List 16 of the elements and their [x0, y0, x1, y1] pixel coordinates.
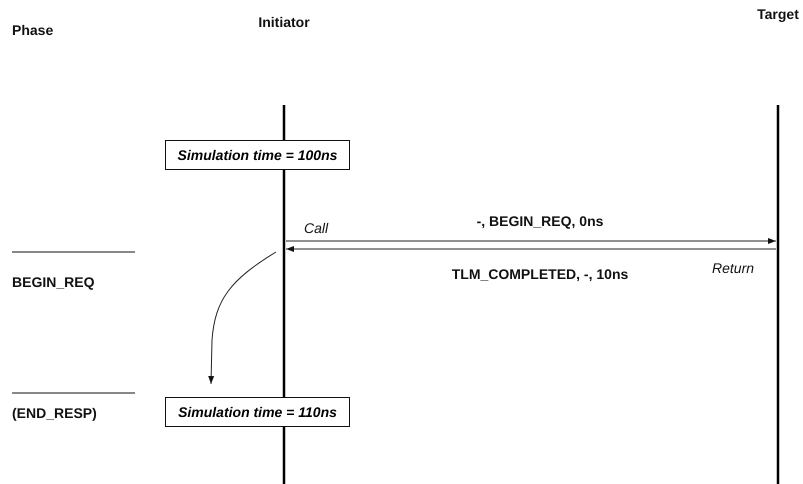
lifeline-heading: Initiator	[258, 14, 310, 30]
phase-label: BEGIN_REQ	[12, 274, 94, 290]
time-box	[165, 140, 350, 170]
lifeline-heading: Target	[757, 6, 799, 22]
time-box	[165, 397, 350, 427]
column-heading: Phase	[12, 22, 54, 38]
message-label: TLM_COMPLETED, -, 10ns	[452, 266, 628, 282]
arrow	[208, 252, 276, 384]
arrow	[286, 238, 776, 244]
phase-label: (END_RESP)	[12, 405, 97, 421]
return-label: Return	[712, 260, 754, 276]
time-label: Simulation time = 100ns	[178, 147, 338, 163]
message-label: -, BEGIN_REQ, 0ns	[476, 213, 604, 229]
arrow	[286, 246, 776, 252]
call-label: Call	[304, 220, 328, 236]
time-label: Simulation time = 110ns	[178, 404, 337, 420]
